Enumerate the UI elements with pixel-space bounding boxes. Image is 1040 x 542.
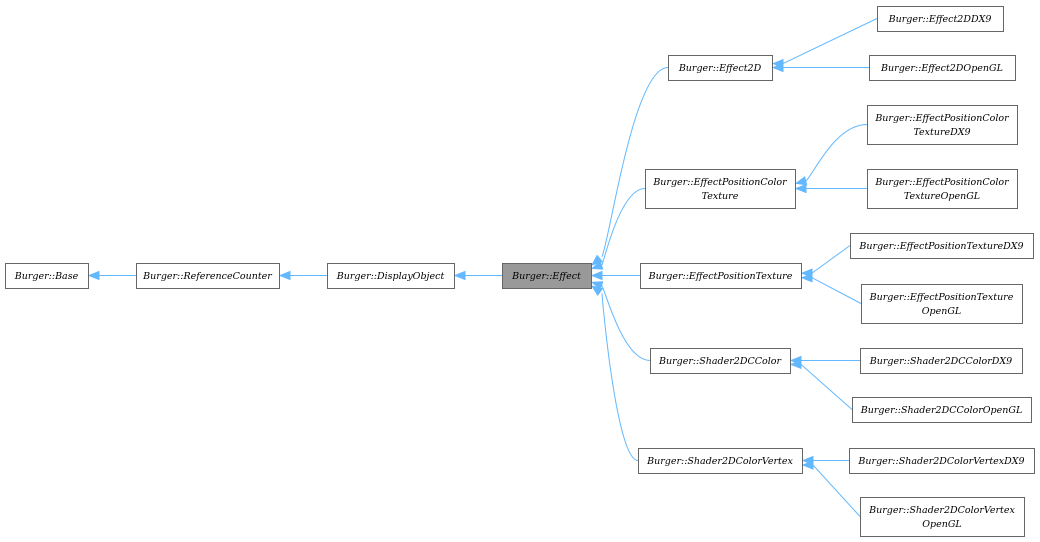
inheritance-edge-effectposcoltexdx9-to-effectposcoltex: [805, 124, 868, 182]
inheritance-arrowhead: [590, 254, 604, 266]
class-node-label: Burger::EffectPositionColor: [652, 177, 788, 188]
inheritance-edge-shader2dcolorvertexgl-to-shader2dcolorvertex: [812, 464, 861, 517]
class-node-box: [861, 284, 1023, 324]
class-node-effect: Burger::Effect: [502, 263, 592, 289]
class-node-box: [860, 348, 1023, 374]
inheritance-arrowhead: [801, 460, 814, 470]
class-node-effect2d[interactable]: Burger::Effect2D: [668, 55, 773, 81]
class-node-displayobject[interactable]: Burger::DisplayObject: [327, 263, 455, 289]
class-node-label: Burger::Effect2DOpenGL: [880, 63, 1003, 74]
inheritance-arrowhead: [278, 270, 291, 281]
inheritance-edge-effect2ddx9-to-effect2d: [782, 18, 878, 65]
class-node-label: OpenGL: [922, 519, 962, 530]
inheritance-arrowhead: [87, 270, 100, 281]
inheritance-arrowhead: [590, 285, 604, 297]
inheritance-arrowhead: [590, 260, 604, 270]
class-node-box: [867, 105, 1018, 145]
class-node-label: Texture: [702, 191, 739, 202]
class-node-label: Burger::Shader2DCColor: [658, 356, 782, 367]
class-node-label: Burger::EffectPositionColor: [874, 177, 1010, 188]
class-node-box: [849, 448, 1035, 474]
class-node-effect2ddx9[interactable]: Burger::Effect2DDX9: [877, 6, 1004, 32]
inheritance-edge-shader2dccolorgl-to-shader2dccolor: [800, 364, 853, 410]
class-node-box: [850, 233, 1034, 259]
class-node-box: [650, 348, 791, 374]
class-node-shader2dcolorvertexdx9[interactable]: Burger::Shader2DColorVertexDX9: [849, 448, 1035, 474]
inheritance-edge-shader2dcolorvertex-to-effect: [601, 293, 639, 461]
class-node-box: [867, 169, 1018, 209]
edges-layer: [87, 18, 878, 517]
inheritance-arrowhead: [794, 183, 807, 194]
class-node-label: Burger::Effect2D: [678, 63, 762, 74]
class-node-label: Burger::Shader2DColorVertexDX9: [857, 456, 1024, 467]
class-node-label: Burger::EffectPositionColor: [874, 113, 1010, 124]
class-node-box: [668, 55, 773, 81]
class-node-effect2dopengl[interactable]: Burger::Effect2DOpenGL: [869, 55, 1016, 81]
class-node-label: Burger::EffectPositionTexture: [648, 271, 793, 282]
inheritance-edge-effectposcoltex-to-effect: [601, 188, 646, 266]
inheritance-arrowhead: [789, 359, 802, 370]
class-node-label: Burger::Base: [14, 271, 79, 282]
inheritance-arrowhead: [453, 270, 466, 281]
inheritance-arrowhead: [590, 270, 603, 281]
class-node-label: Burger::ReferenceCounter: [142, 271, 273, 282]
class-node-box: [877, 6, 1004, 32]
class-node-box: [327, 263, 455, 289]
inheritance-edge-effectpostexgl-to-effectpostex: [811, 277, 862, 304]
class-node-effectpostex[interactable]: Burger::EffectPositionTexture: [640, 263, 802, 289]
class-node-label: Burger::EffectPositionTextureDX9: [858, 241, 1023, 252]
class-node-label: Burger::Effect: [511, 271, 581, 282]
class-node-box: [5, 263, 89, 289]
class-node-label: TextureOpenGL: [904, 191, 980, 202]
class-node-shader2dcolorvertex[interactable]: Burger::Shader2DColorVertex: [638, 448, 803, 474]
inheritance-arrowhead: [800, 273, 813, 283]
class-node-label: Burger::EffectPositionTexture: [869, 292, 1014, 303]
class-node-shader2dccolor[interactable]: Burger::Shader2DCColor: [650, 348, 791, 374]
class-node-label: Burger::Shader2DCColorOpenGL: [860, 405, 1023, 416]
class-node-label: Burger::Shader2DColorVertex: [646, 456, 793, 467]
inheritance-arrowhead: [590, 281, 604, 291]
class-node-box: [645, 169, 796, 209]
class-node-effectpostexdx9[interactable]: Burger::EffectPositionTextureDX9: [850, 233, 1034, 259]
class-node-label: Burger::Effect2DDX9: [888, 14, 992, 25]
class-node-label: Burger::DisplayObject: [336, 271, 445, 282]
inheritance-edge-shader2dccolor-to-effect: [601, 285, 651, 361]
class-node-shader2dccolordx9[interactable]: Burger::Shader2DCColorDX9: [860, 348, 1023, 374]
class-node-box: [852, 397, 1032, 423]
class-node-refcounter[interactable]: Burger::ReferenceCounter: [136, 263, 280, 289]
class-node-box: [869, 55, 1016, 81]
class-node-label: Burger::Shader2DColorVertex: [868, 505, 1015, 516]
inheritance-edge-effect2d-to-effect: [601, 67, 669, 257]
inheritance-edge-effectpostexdx9-to-effectpostex: [811, 245, 851, 274]
class-node-box: [640, 263, 802, 289]
class-node-shader2dccolorgl[interactable]: Burger::Shader2DCColorOpenGL: [852, 397, 1032, 423]
class-node-label: OpenGL: [922, 306, 962, 317]
class-node-box: [638, 448, 803, 474]
class-node-box: [502, 263, 592, 289]
inheritance-arrowhead: [794, 176, 808, 186]
class-node-box: [136, 263, 280, 289]
class-node-label: Burger::Shader2DCColorDX9: [869, 356, 1012, 367]
inheritance-arrowhead: [771, 62, 784, 73]
class-node-label: TextureDX9: [913, 127, 970, 138]
class-node-base[interactable]: Burger::Base: [5, 263, 89, 289]
class-node-box: [860, 497, 1025, 537]
